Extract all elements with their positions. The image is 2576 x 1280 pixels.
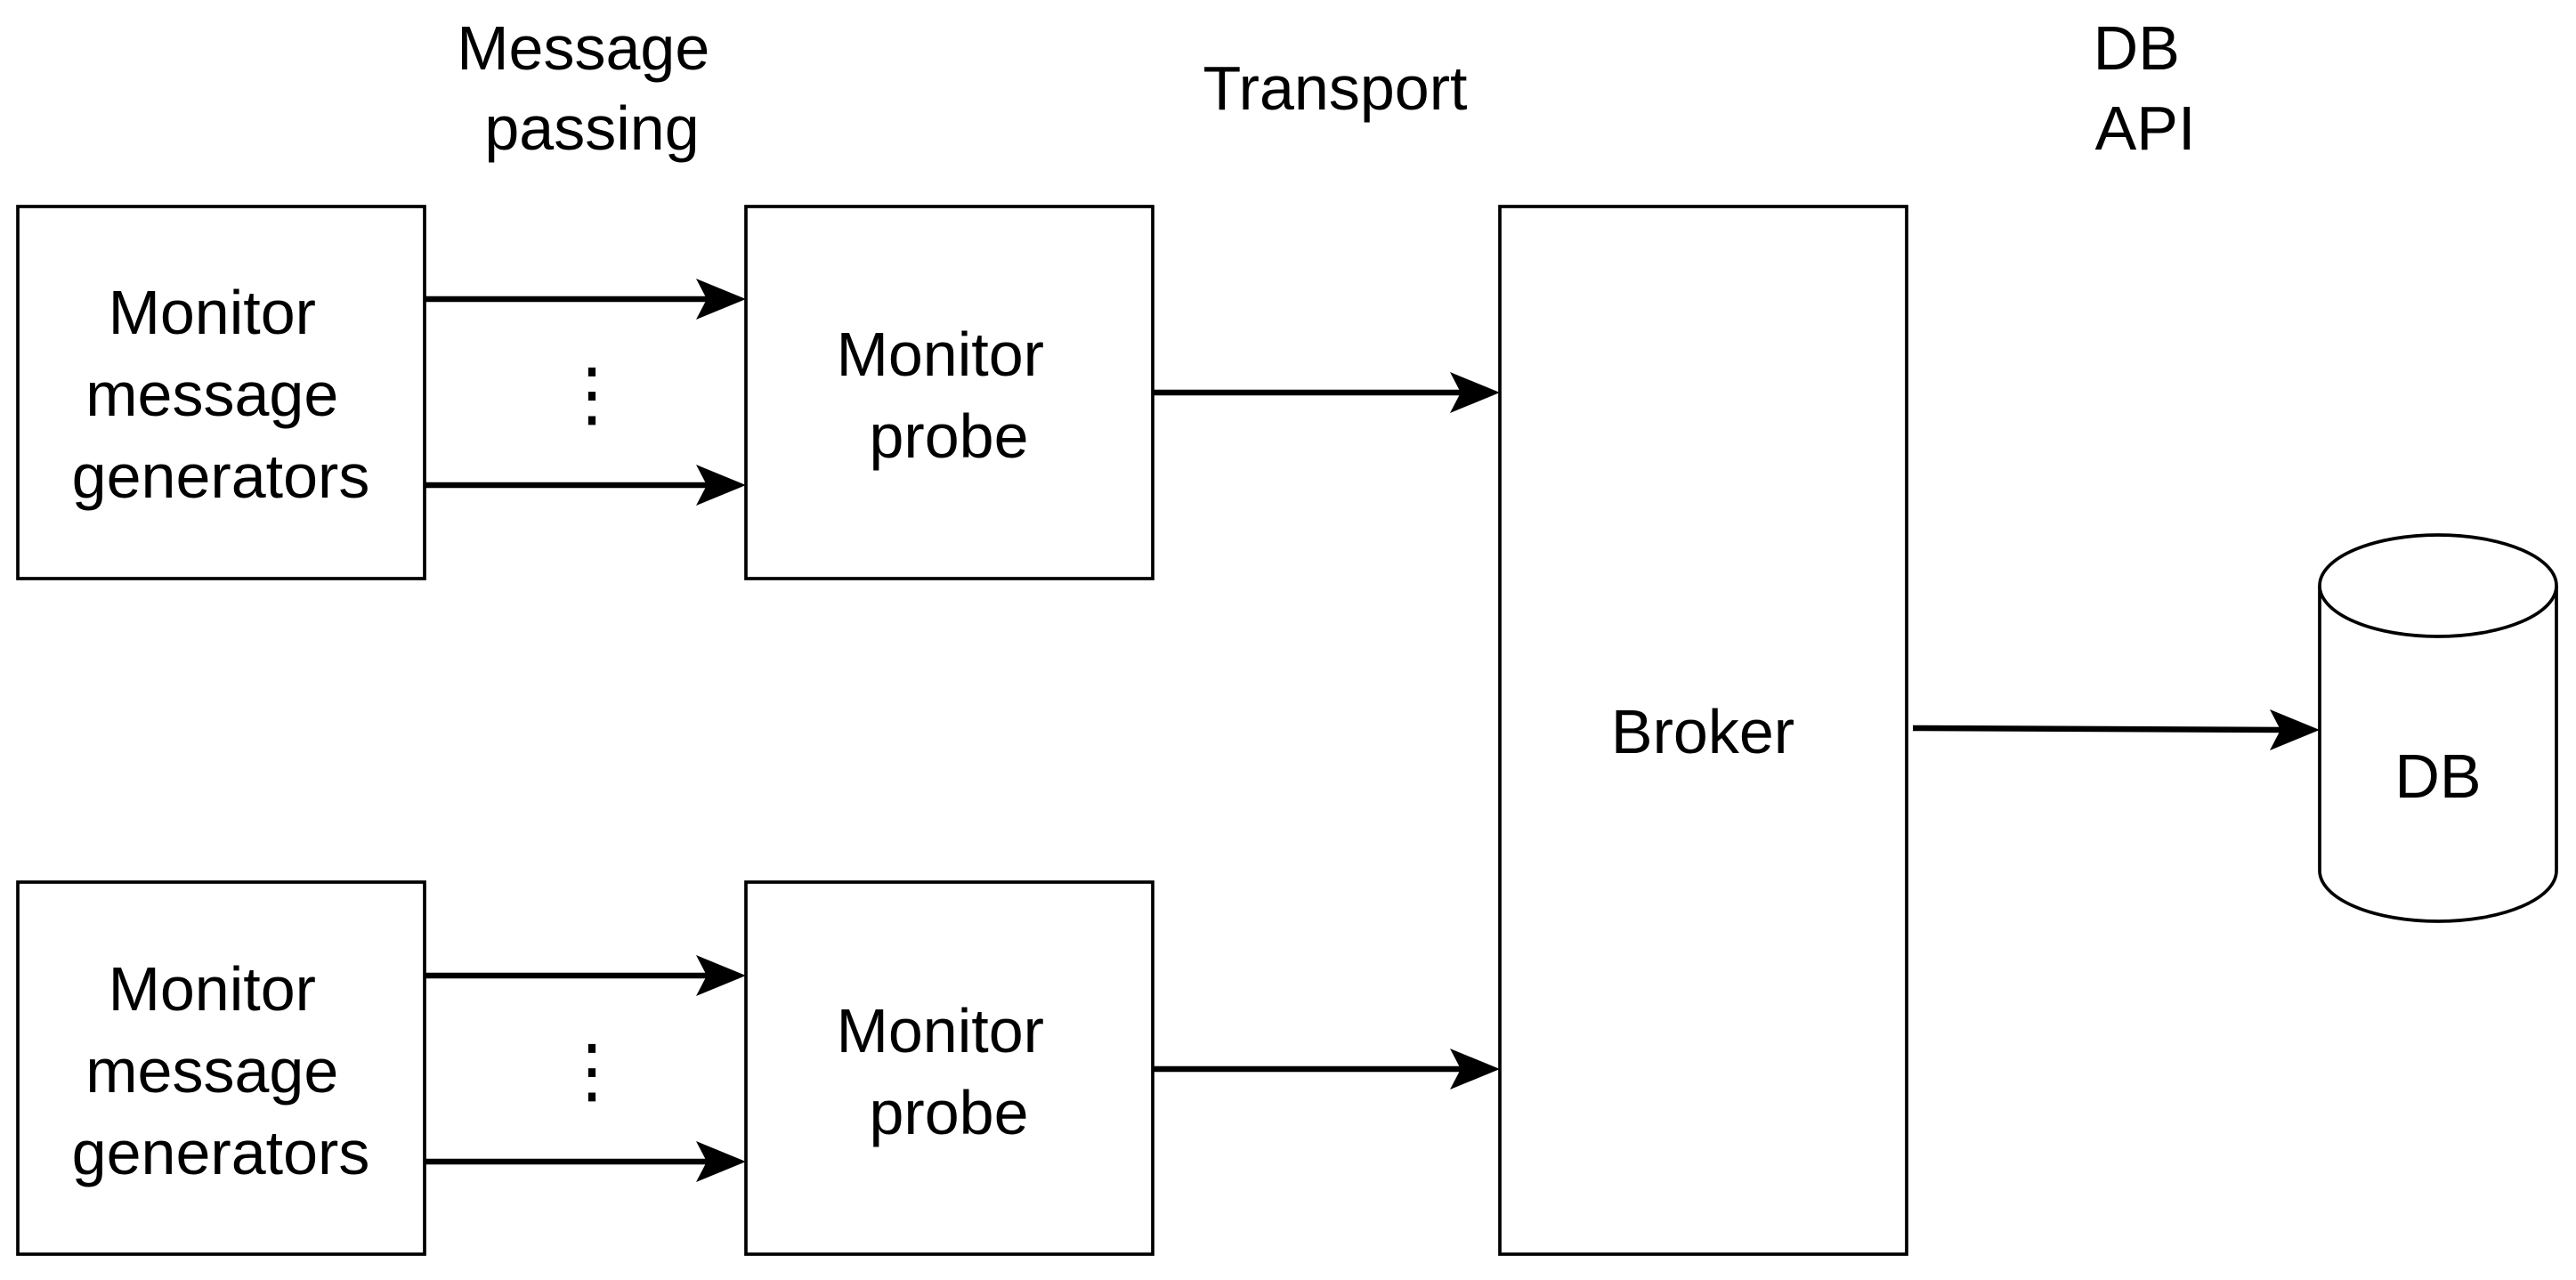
generators-bottom-line-1: Monitor [109, 954, 316, 1024]
db-cylinder: DB [2318, 533, 2558, 923]
arrow-generator-top-2 [425, 465, 746, 506]
ellipsis-top: ⋮ [556, 354, 628, 433]
generators-box-top-rect [16, 205, 426, 580]
arrow-generator-bottom-1 [425, 955, 746, 996]
db-api-label-line-2: API [2095, 93, 2196, 163]
generators-top-line-1: Monitor [109, 278, 316, 347]
probe-box-top: Monitor probe [744, 205, 1154, 580]
generators-bottom-line-3: generators [72, 1118, 370, 1187]
db-label: DB [2394, 741, 2481, 811]
probe-top-line-1: Monitor [837, 320, 1044, 389]
generators-top-line-2: message [85, 360, 338, 429]
transport-label-line-1: Transport [1203, 53, 1468, 123]
transport-label: Transport [1203, 53, 1468, 123]
broker-box-rect [1498, 205, 1908, 1256]
message-passing-label-line-1: Message [457, 13, 709, 83]
db-cylinder-top [2318, 533, 2558, 638]
probe-bottom-line-1: Monitor [837, 996, 1044, 1065]
db-cylinder-body [2318, 586, 2558, 923]
probe-box-bottom: Monitor probe [744, 880, 1154, 1256]
probe-box-top-rect [744, 205, 1154, 580]
arrow-generator-top-1 [425, 279, 746, 320]
generators-box-bottom-label: Monitor message generators [72, 954, 370, 1187]
broker-label: Broker [1611, 697, 1794, 766]
db-api-label: DB API [2094, 13, 2198, 163]
arrow-broker-to-db [1912, 709, 2320, 750]
generators-box-bottom-rect [16, 880, 426, 1256]
generators-box-top: Monitor message generators [16, 205, 426, 580]
db-label-line-1: DB [2394, 741, 2481, 811]
generators-box-top-label: Monitor message generators [72, 278, 370, 511]
broker-box: Broker [1498, 205, 1908, 1256]
arrow-probe-top-to-broker [1153, 372, 1500, 413]
generators-bottom-line-2: message [85, 1036, 338, 1106]
probe-box-bottom-rect [744, 880, 1154, 1256]
arrow-generator-bottom-2 [425, 1141, 746, 1182]
arrow-probe-bottom-to-broker [1153, 1049, 1500, 1090]
probe-bottom-line-2: probe [869, 1078, 1028, 1147]
probe-box-bottom-label: Monitor probe [837, 996, 1062, 1147]
probe-box-top-label: Monitor probe [837, 320, 1062, 471]
broker-label-line-1: Broker [1611, 697, 1794, 766]
ellipsis-bottom: ⋮ [556, 1031, 628, 1110]
arrows [425, 279, 2320, 1182]
generators-top-line-3: generators [72, 442, 370, 511]
db-api-label-line-1: DB [2094, 13, 2180, 83]
probe-top-line-2: probe [869, 401, 1028, 471]
generators-box-bottom: Monitor message generators [16, 880, 426, 1256]
message-passing-label: Message passing [457, 13, 727, 163]
message-passing-label-line-2: passing [484, 93, 699, 163]
